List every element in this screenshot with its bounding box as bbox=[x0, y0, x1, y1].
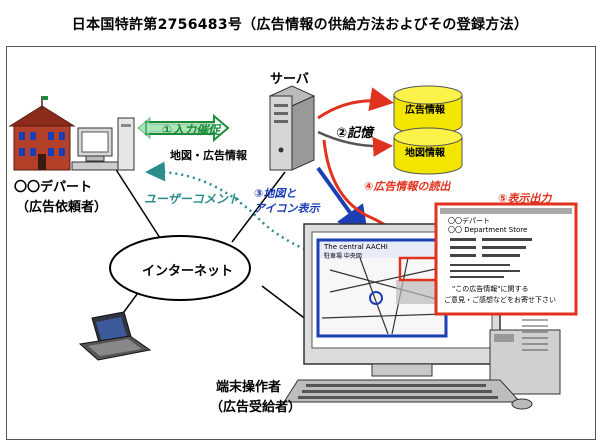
store-pc-icon bbox=[71, 117, 135, 171]
db-map-icon bbox=[393, 127, 463, 175]
popup-line1: 〇〇デパート bbox=[448, 217, 490, 225]
server-icon bbox=[268, 85, 316, 171]
store-label-line1: 〇〇デパート bbox=[14, 180, 93, 195]
line-server-internet bbox=[231, 171, 286, 243]
db-map-label: 地図情報 bbox=[405, 148, 445, 159]
step2-label: ②記憶 bbox=[336, 126, 374, 141]
step1-arrow bbox=[137, 113, 230, 143]
map-window bbox=[316, 238, 448, 338]
popup-footer2: ご意見・ご感想などをお寄せ下さい bbox=[444, 296, 556, 304]
db-ad-icon bbox=[393, 85, 463, 135]
page-title: 日本国特許第2756483号（広告情報の供給方法およびその登録方法） bbox=[71, 17, 529, 33]
line-store-internet bbox=[114, 167, 161, 239]
ad-popup-window bbox=[398, 202, 578, 316]
step3-label-line1: ③地図と bbox=[254, 187, 297, 200]
step2-arrow-ad bbox=[317, 87, 394, 120]
db-ad-label: 広告情報 bbox=[405, 105, 445, 116]
internet-label: インターネット bbox=[142, 264, 234, 279]
step3-arrow bbox=[316, 166, 369, 239]
user-comment-label: ユーザーコメント bbox=[144, 192, 240, 206]
step2-arrow-map bbox=[317, 130, 393, 157]
laptop-icon bbox=[78, 311, 152, 361]
step5-label: ⑤表示出力 bbox=[498, 192, 552, 205]
popup-footer1: "この広告情報"に関する bbox=[452, 285, 529, 293]
user-comment-arrow bbox=[145, 161, 421, 284]
terminal-label-line1: 端末操作者 bbox=[216, 380, 282, 395]
internet-cloud bbox=[109, 235, 251, 301]
terminal-label-line2: （広告受給者） bbox=[210, 400, 302, 415]
map-sub: 駐車場 中央図 bbox=[324, 253, 362, 260]
server-label: サーバ bbox=[270, 72, 309, 87]
step4-label: ④広告情報の読出 bbox=[364, 180, 451, 193]
store-building-icon bbox=[8, 96, 76, 171]
popup-line2: 〇〇 Department Store bbox=[448, 226, 528, 234]
step1-sub-label: 地図・広告情報 bbox=[170, 149, 247, 162]
step1-label: ①入力催促 bbox=[162, 123, 221, 137]
store-label-line2: （広告依頼者） bbox=[16, 200, 108, 215]
step3-label-line2: アイコン表示 bbox=[254, 202, 320, 215]
map-heading: The central AACHI bbox=[324, 243, 388, 251]
